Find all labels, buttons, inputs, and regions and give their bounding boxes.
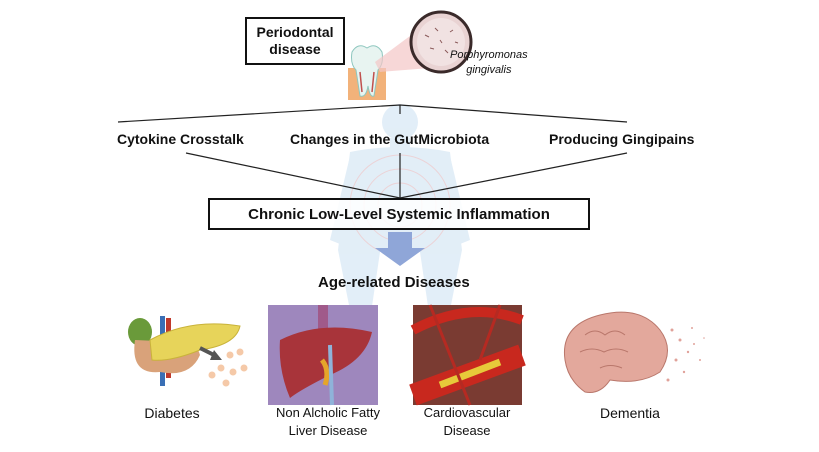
connector-lines xyxy=(117,104,628,199)
mechanism-gut-microbiota: Changes in the GutMicrobiota xyxy=(290,131,490,147)
disease-nafld: Non Alcholic Fatty Liver Disease xyxy=(258,404,398,440)
disease-label-line1: Non Alcholic Fatty xyxy=(275,405,381,420)
periodontal-label-line2: disease xyxy=(269,41,321,57)
bacteria-label-line2: gingivalis xyxy=(466,64,512,76)
disease-diabetes: Diabetes xyxy=(122,404,222,422)
systemic-inflammation-box: Chronic Low-Level Systemic Inflammation xyxy=(208,198,590,230)
bacteria-label: Porphyromonas gingivalis xyxy=(450,48,528,78)
disease-dementia: Dementia xyxy=(580,404,680,422)
brain-image xyxy=(563,311,705,393)
artery-image xyxy=(409,304,526,406)
disease-label-line2: Disease xyxy=(443,423,491,438)
bacteria-label-line1: Porphyromonas xyxy=(450,49,528,61)
bacteria-circle-icon xyxy=(409,10,473,74)
disease-cardiovascular: Cardiovascular Disease xyxy=(407,404,527,440)
liver-image xyxy=(268,305,378,406)
disease-label: Diabetes xyxy=(144,405,200,421)
mechanism-cytokine-crosstalk: Cytokine Crosstalk xyxy=(117,131,244,147)
pancreas-image xyxy=(128,316,248,387)
disease-label: Dementia xyxy=(600,405,660,421)
mechanism-gingipains: Producing Gingipains xyxy=(549,131,695,147)
periodontal-label-line1: Periodontal xyxy=(256,24,334,40)
down-arrow-icon xyxy=(375,232,425,266)
disease-label-line1: Cardiovascular xyxy=(423,405,511,420)
disease-label-line2: Liver Disease xyxy=(288,423,368,438)
tooth-icon xyxy=(348,45,386,100)
age-related-diseases-title: Age-related Diseases xyxy=(318,274,470,291)
